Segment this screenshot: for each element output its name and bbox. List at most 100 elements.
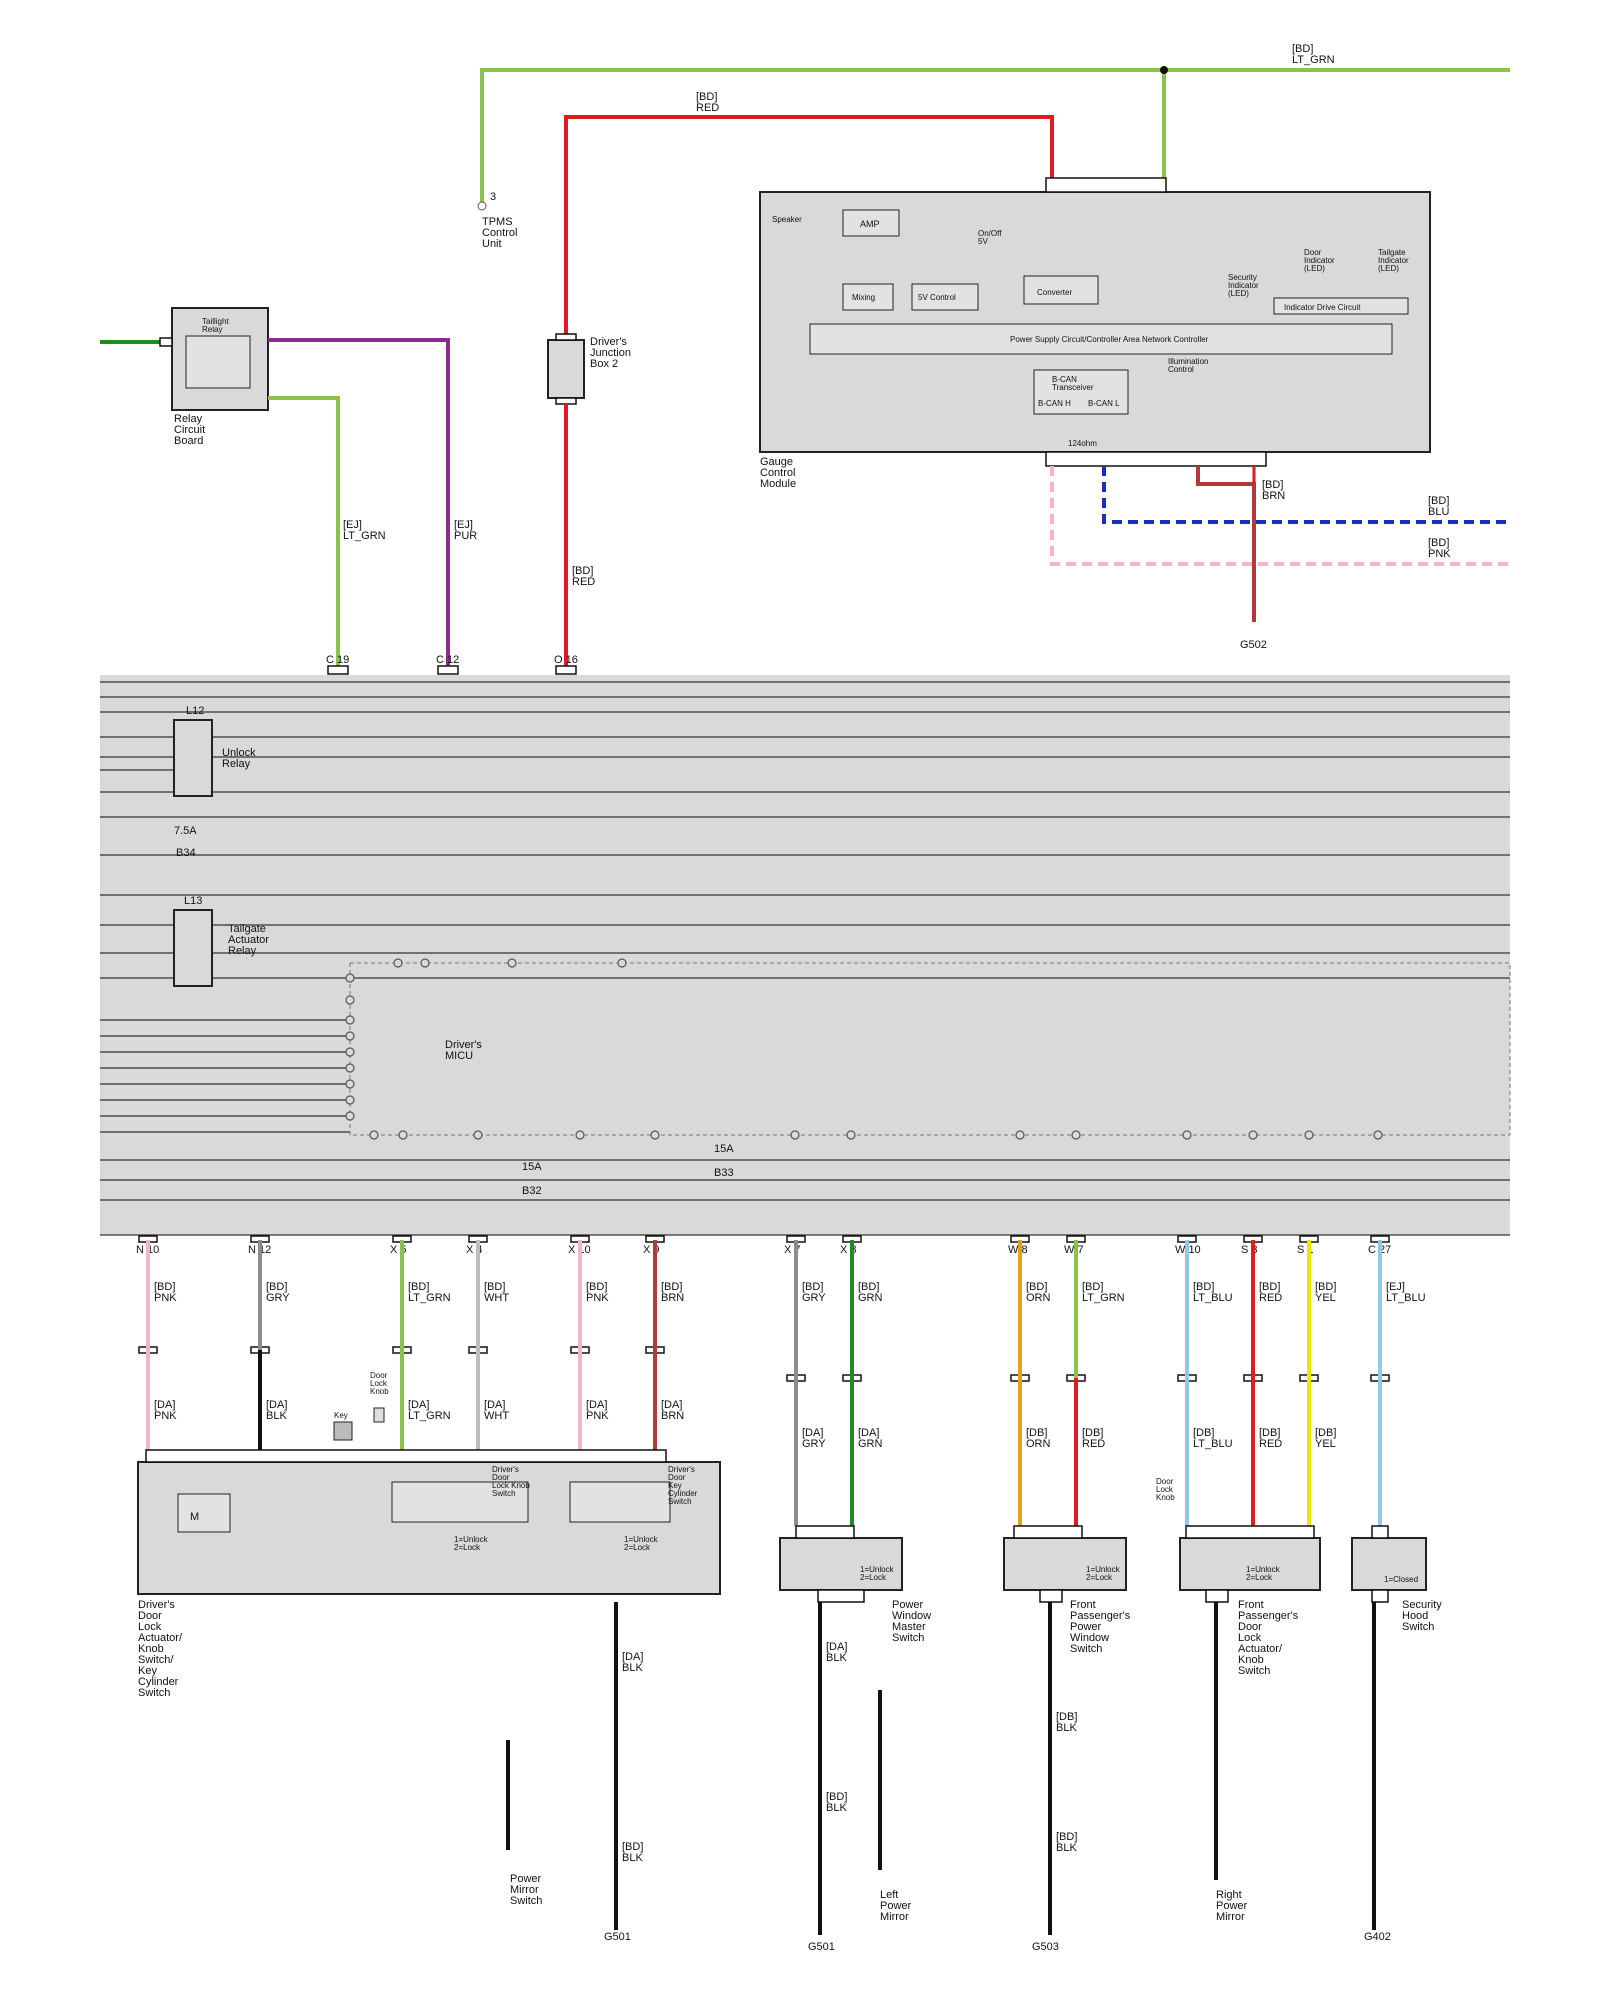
- wire-label: [DB]YEL: [1315, 1427, 1336, 1450]
- wire-label: [BD]PNK: [1428, 537, 1451, 560]
- key-icon: [333, 1421, 353, 1441]
- wire-label: [DB]RED: [1082, 1427, 1105, 1450]
- wire-label: [DA]GRY: [802, 1427, 826, 1450]
- indicator-drive-circuit: [1273, 297, 1409, 315]
- conn-label: X 9: [643, 1244, 660, 1256]
- unlock-relay: [173, 719, 213, 797]
- wire-label: [DA]BLK: [826, 1641, 847, 1664]
- knob-switch-block: [391, 1481, 529, 1523]
- connector: [437, 665, 459, 675]
- wire-pnk-dashed: [1050, 466, 1510, 566]
- wire-label: [BD]BLK: [622, 1841, 643, 1864]
- wire-label: [BD]GRY: [802, 1281, 826, 1304]
- security-hood-switch: [1351, 1537, 1427, 1591]
- fivev-block: [911, 283, 979, 311]
- taillight-relay: [185, 335, 251, 389]
- l13-label: L13: [184, 895, 202, 907]
- bcan-block: [1033, 369, 1129, 415]
- ground-label: G501: [808, 1941, 835, 1953]
- l12-label: L12: [186, 705, 204, 717]
- conn-label: O 16: [554, 654, 578, 666]
- wire-label: [BD]LT_BLU: [1193, 1281, 1233, 1304]
- closed-label: 1=Closed: [1384, 1575, 1418, 1584]
- amp-label: AMP: [860, 219, 880, 229]
- connector: [1371, 1525, 1389, 1539]
- wire-label: [BD]BLK: [826, 1791, 847, 1814]
- connector: [795, 1525, 855, 1539]
- converter-block: [1023, 275, 1099, 305]
- connector: [327, 665, 349, 675]
- connector: [817, 1589, 865, 1603]
- wire-label: [DA]BLK: [266, 1399, 287, 1422]
- connector: [555, 397, 577, 405]
- connector: [1371, 1589, 1389, 1603]
- fuse-label: B32: [522, 1185, 542, 1197]
- conn-label: C 12: [436, 654, 459, 666]
- connector: [555, 333, 577, 341]
- tailgate-actuator-relay: [173, 909, 213, 987]
- mixing-block: [842, 283, 894, 311]
- connector: [1039, 1589, 1063, 1603]
- wire-label: [DA]WHT: [484, 1399, 509, 1422]
- wire-label: [BD]ORN: [1026, 1281, 1051, 1304]
- amp-block: [842, 209, 900, 237]
- front-passenger-power-window-switch: [1003, 1537, 1127, 1591]
- wire-label: [DA]PNK: [154, 1399, 177, 1422]
- connector: [1045, 177, 1167, 193]
- junction-dot: [1160, 66, 1168, 74]
- conn-label: S 3: [1241, 1244, 1258, 1256]
- wire-label: [EJ]PUR: [454, 519, 477, 542]
- wire-label: [BD]RED: [1259, 1281, 1282, 1304]
- micu-bus-lines: [100, 681, 1510, 1236]
- wire-label: [BD]GRY: [266, 1281, 290, 1304]
- connector: [145, 1449, 667, 1463]
- ind-drive-label: Indicator Drive Circuit: [1284, 303, 1361, 312]
- ground-label: G503: [1032, 1941, 1059, 1953]
- conn-label: X 7: [784, 1244, 801, 1256]
- converter-label: Converter: [1037, 288, 1072, 297]
- bcanl-label: B-CAN L: [1088, 399, 1120, 408]
- wire-label: [DA]LT_GRN: [408, 1399, 451, 1422]
- wire-label: [EJ]LT_BLU: [1386, 1281, 1426, 1304]
- wire-label: [EJ]LT_GRN: [343, 519, 386, 542]
- wire-label: [BD]GRN: [858, 1281, 883, 1304]
- wire-pur: [268, 338, 450, 670]
- fivev-label: 5V Control: [918, 293, 956, 302]
- tpms-pin: 3: [490, 191, 496, 203]
- conn-label: X 4: [466, 1244, 483, 1256]
- wire-label: [BD]YEL: [1315, 1281, 1336, 1304]
- wire-label: [DB]ORN: [1026, 1427, 1051, 1450]
- wire-label: [DB]LT_BLU: [1193, 1427, 1233, 1450]
- bottom-wires: [BD]PNK[DA]PNK[BD]GRY[DA]BLK[BD]LT_GRN[D…: [146, 1240, 1426, 1935]
- connector: [555, 665, 577, 675]
- key-cyl-block: [569, 1481, 671, 1523]
- ground-label: G501: [604, 1931, 631, 1943]
- connector: [1205, 1589, 1229, 1603]
- wire-label: [BD]RED: [696, 91, 719, 114]
- junction-box-2: [547, 339, 585, 399]
- wire-label: [DA]BRN: [661, 1399, 684, 1422]
- connector: [159, 337, 173, 347]
- fuse-label: B34: [176, 847, 196, 859]
- bcanh-label: B-CAN H: [1038, 399, 1071, 408]
- conn-label: W 8: [1008, 1244, 1028, 1256]
